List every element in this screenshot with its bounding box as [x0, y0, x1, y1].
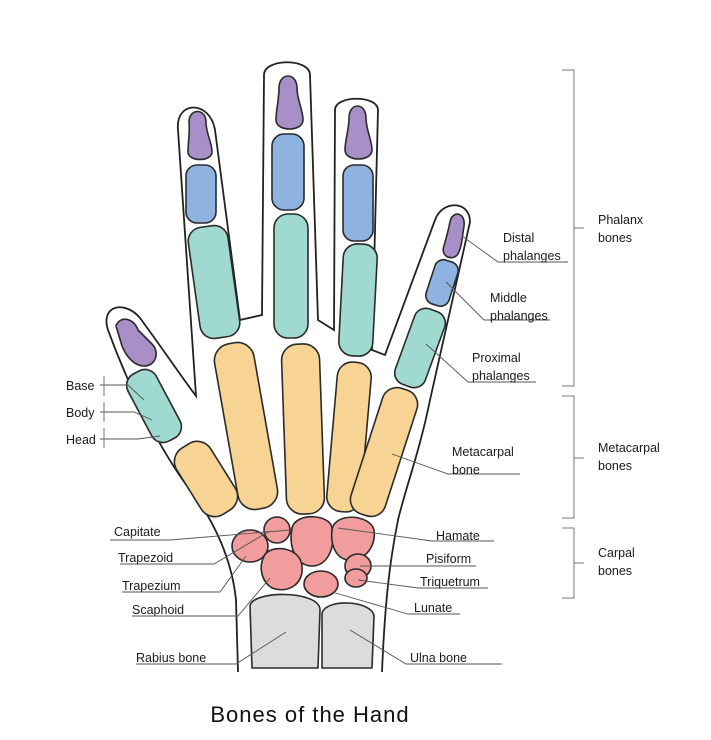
lunate-bone	[303, 570, 339, 598]
little-proximal-phalanx	[393, 307, 447, 389]
little-distal-phalanx	[442, 213, 465, 259]
group-phalanx-1: Phalanx	[598, 213, 644, 227]
label-radius: Rabius bone	[136, 651, 206, 665]
index-finger	[185, 110, 279, 511]
thumb	[115, 318, 239, 518]
triquetrum-bone	[344, 568, 368, 588]
ring-middle-phalanx	[342, 164, 374, 242]
label-triquetrum: Triquetrum	[420, 575, 480, 589]
label-pisiform: Pisiform	[426, 552, 471, 566]
ring-distal-phalanx	[344, 105, 373, 160]
phalanx-bracket	[562, 69, 584, 387]
ring-finger	[325, 105, 378, 513]
group-carpal-2: bones	[598, 564, 632, 578]
group-metacarpal-2: bones	[598, 459, 632, 473]
label-head: Head	[66, 433, 96, 447]
group-carpal-1: Carpal	[598, 546, 635, 560]
leader-lines	[100, 235, 568, 665]
thumb-distal-phalanx	[115, 318, 157, 367]
index-middle-phalanx	[185, 164, 217, 224]
label-middle-2: phalanges	[490, 309, 548, 323]
diagram-title: Bones of the Hand	[210, 702, 409, 727]
label-distal-2: phalanges	[503, 249, 561, 263]
trapezium-bone	[231, 529, 269, 563]
label-proximal-2: phalanges	[472, 369, 530, 383]
hamate-bone	[330, 516, 375, 561]
carpal-bones	[231, 516, 375, 598]
ulna-bone	[321, 602, 375, 669]
thumb-proximal-phalanx	[125, 368, 183, 444]
metacarpal-bracket	[562, 395, 584, 519]
group-brackets	[562, 69, 584, 599]
scaphoid-bone	[260, 547, 303, 591]
label-metacarpal-1: Metacarpal	[452, 445, 514, 459]
ring-proximal-phalanx	[338, 243, 378, 357]
little-finger	[349, 213, 465, 518]
label-trapezoid: Trapezoid	[118, 551, 173, 565]
label-base: Base	[66, 379, 95, 393]
little-middle-phalanx	[425, 258, 459, 308]
forearm-bones	[249, 593, 375, 669]
label-trapezium: Trapezium	[122, 579, 181, 593]
label-metacarpal-2: bone	[452, 463, 480, 477]
label-middle-1: Middle	[490, 291, 527, 305]
label-body: Body	[66, 406, 95, 420]
thumb-metacarpal	[173, 440, 239, 518]
middle-metacarpal	[280, 343, 326, 515]
middle-distal-phalanx	[275, 75, 304, 130]
middle-finger	[271, 75, 326, 515]
group-metacarpal-1: Metacarpal	[598, 441, 660, 455]
index-distal-phalanx	[187, 110, 213, 161]
index-proximal-phalanx	[187, 224, 241, 340]
label-scaphoid: Scaphoid	[132, 603, 184, 617]
label-hamate: Hamate	[436, 529, 480, 543]
label-capitate: Capitate	[114, 525, 161, 539]
middle-middle-phalanx	[271, 133, 305, 211]
radius-bone	[249, 593, 321, 669]
label-proximal-1: Proximal	[472, 351, 521, 365]
middle-proximal-phalanx	[273, 213, 309, 339]
label-lunate: Lunate	[414, 601, 452, 615]
index-metacarpal	[213, 341, 279, 511]
group-phalanx-2: bones	[598, 231, 632, 245]
carpal-bracket	[562, 527, 584, 599]
label-ulna: Ulna bone	[410, 651, 467, 665]
label-distal-1: Distal	[503, 231, 534, 245]
